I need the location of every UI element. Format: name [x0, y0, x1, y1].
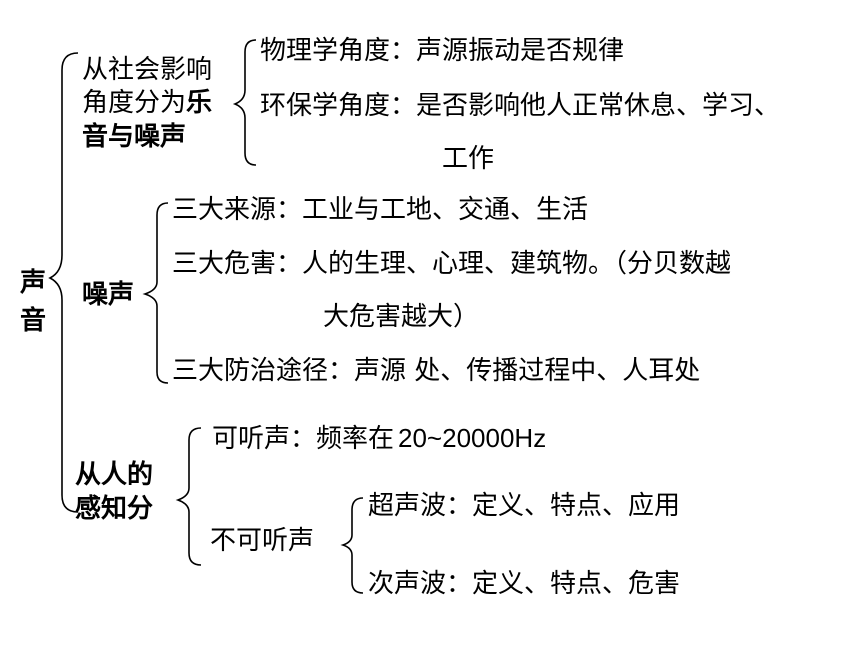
inaudible-brace: [340, 497, 364, 594]
noise-control: 三大防治途径：声源 处、传播过程中、人耳处: [172, 356, 701, 386]
perception-brace: [175, 427, 202, 566]
inaudible-label: 不可听声: [210, 526, 315, 556]
social-brace: [232, 39, 257, 166]
audible-item-label: 可听声：频率在: [212, 424, 395, 454]
infrasound-item: 次声波：定义、特点、危害: [368, 569, 681, 599]
social-label-line2-bold: 乐: [186, 88, 213, 118]
root-label-line1: 声: [20, 268, 47, 298]
noise-label: 噪声: [82, 280, 135, 310]
environment-item-line2: 工作: [442, 144, 495, 174]
audible-range: 20~20000Hz: [398, 423, 547, 453]
noise-brace: [142, 202, 169, 384]
social-label-line1: 从社会影响: [82, 55, 213, 85]
noise-sources: 三大来源：工业与工地、交通、生活: [172, 195, 589, 225]
ultrasound-item: 超声波：定义、特点、应用: [368, 491, 681, 521]
physics-item: 物理学角度：声源振动是否规律: [260, 36, 625, 66]
perception-label-line2: 感知分: [75, 494, 154, 524]
root-label-line2: 音: [20, 306, 47, 336]
noise-hazards-line2: 大危害越大）: [323, 302, 480, 332]
social-label-line2: 角度分为乐: [82, 90, 212, 116]
root-brace: [48, 52, 79, 513]
perception-label-line1: 从人的: [75, 460, 154, 490]
environment-item-line1: 环保学角度：是否影响他人正常休息、学习、: [260, 91, 781, 121]
noise-hazards-line1: 三大危害：人的生理、心理、建筑物。（分贝数越: [172, 249, 732, 279]
social-label-line3: 音与噪声: [82, 122, 187, 152]
social-label-line2-normal: 角度分为: [82, 88, 187, 118]
